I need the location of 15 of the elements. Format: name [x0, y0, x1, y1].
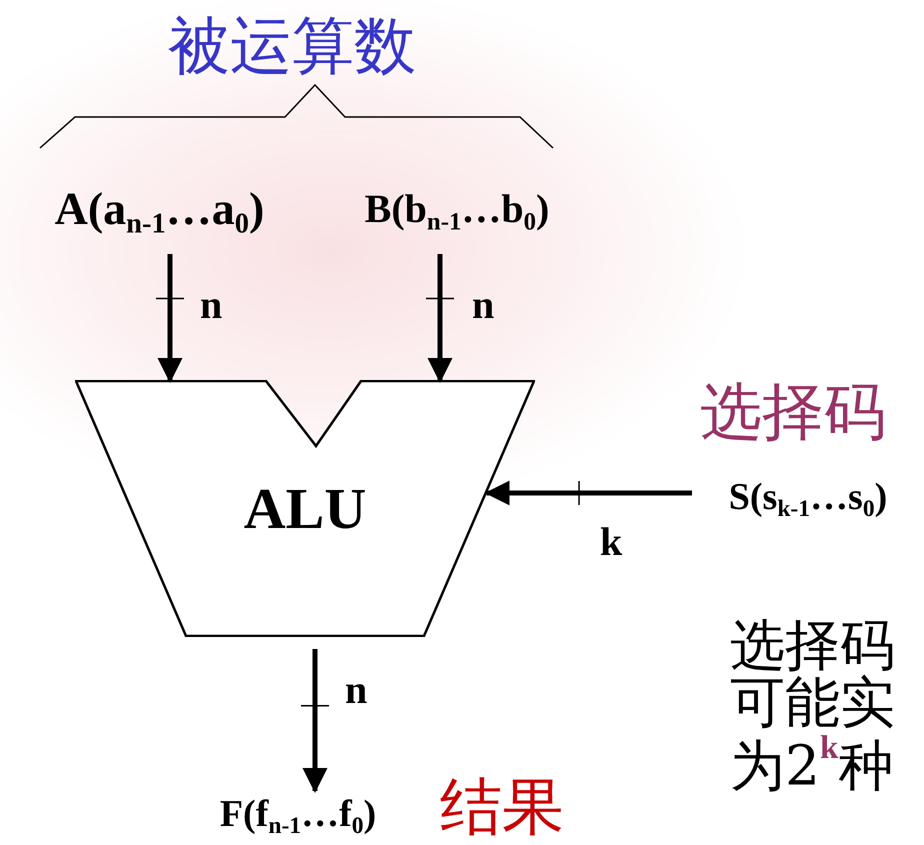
signal-label: A(a$_{n-1}$…a$_{0}$) — [12, 180, 307, 242]
bus-width-label: n — [345, 670, 368, 710]
arrow — [484, 480, 692, 506]
caption-text: 被运算数 — [168, 12, 416, 80]
bus-width-label: n — [472, 285, 494, 325]
caption-text: 为2$^{k}$种 — [730, 730, 894, 796]
caption-text: 选择码 — [700, 378, 886, 446]
bus-width-label: n — [200, 285, 222, 325]
arrow — [302, 649, 328, 793]
signal-label: F(f$_{n-1}$…f$_{0}$) — [183, 790, 413, 842]
alu-label: ALU — [244, 475, 366, 542]
bus-width-label: k — [600, 522, 622, 562]
signal-label: B(b$_{n-1}$…b$_{0}$) — [328, 180, 586, 242]
signal-label: S(s$_{k-1}$…s$_{0}$) — [692, 470, 924, 528]
result-caption: 结果 — [440, 773, 564, 842]
